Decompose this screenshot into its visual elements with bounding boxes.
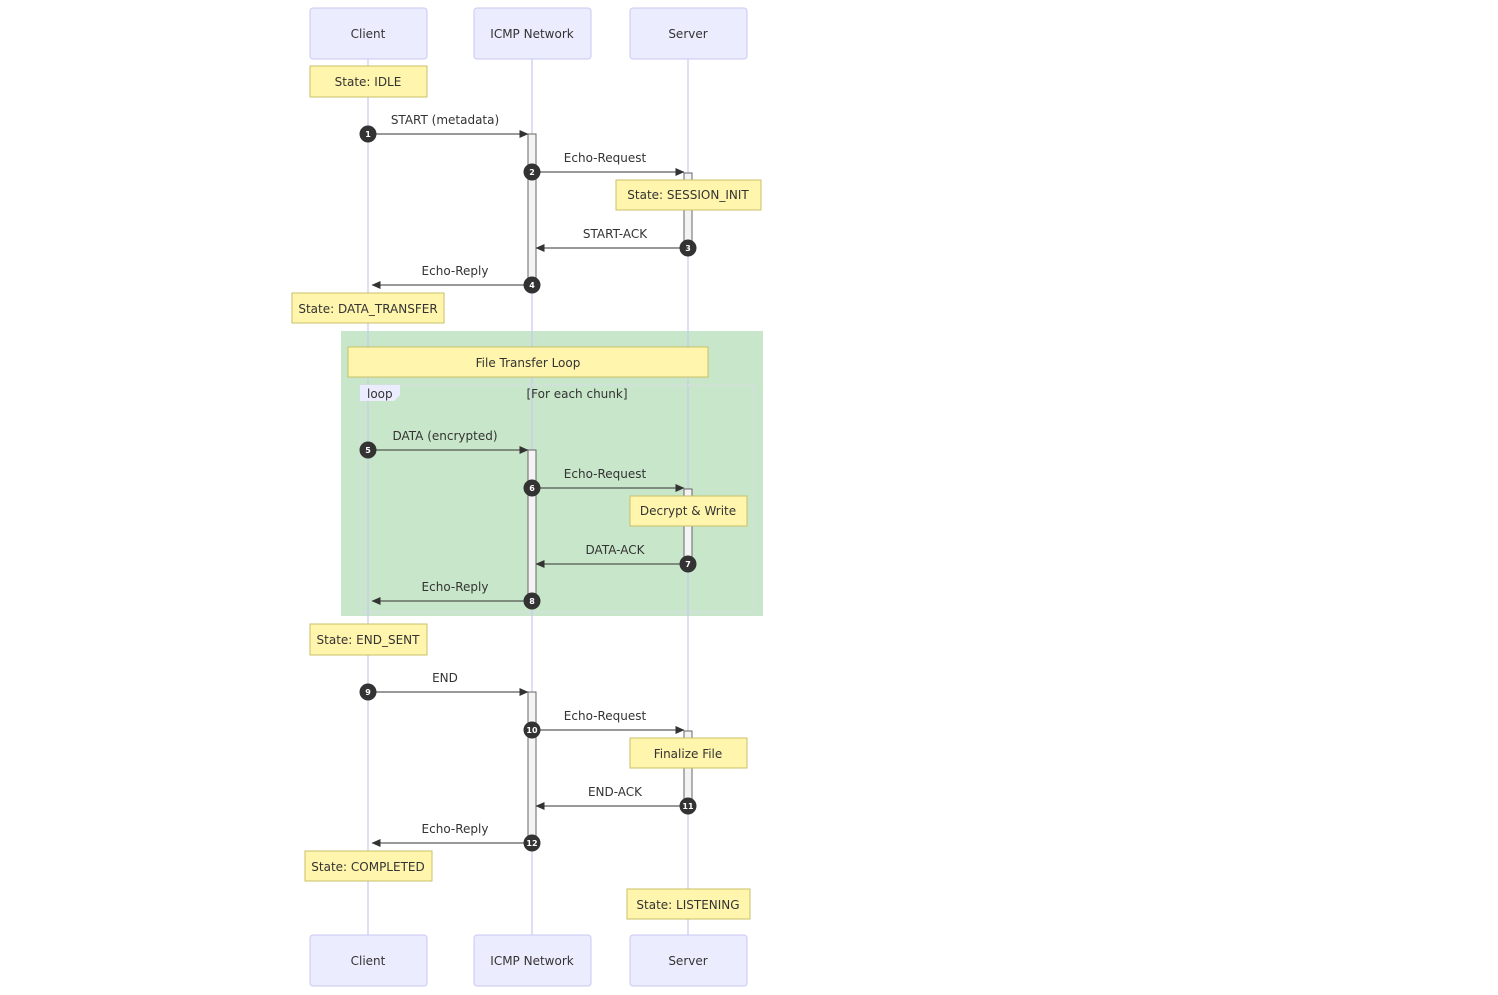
sequence-number-badge	[679, 239, 697, 257]
message-label: Echo-Request	[564, 467, 647, 481]
activation-network-3	[527, 691, 537, 844]
message-1[interactable]: START (metadata) 1	[359, 113, 529, 143]
message-label: END-ACK	[588, 785, 643, 799]
sequence-number-badge	[523, 276, 541, 294]
sequence-number: 4	[529, 281, 535, 290]
actor-network-top[interactable]: ICMP Network	[473, 7, 592, 60]
sequence-number: 1	[365, 130, 371, 139]
message-10[interactable]: Echo-Request 10	[523, 709, 685, 739]
sequence-number-badge	[359, 125, 377, 143]
message-9[interactable]: END 9	[359, 671, 529, 701]
sequence-number: 3	[685, 244, 691, 253]
sequence-number: 8	[529, 597, 535, 606]
svg-text:Decrypt & Write: Decrypt & Write	[640, 504, 736, 518]
actor-label: Client	[351, 27, 386, 41]
sequence-number: 7	[685, 560, 691, 569]
loop-keyword: loop	[367, 387, 393, 401]
loop-tab	[360, 385, 400, 401]
sequence-number: 6	[529, 484, 535, 493]
svg-text:File Transfer Loop: File Transfer Loop	[476, 356, 581, 370]
svg-text:State: LISTENING: State: LISTENING	[636, 898, 739, 912]
message-label: END	[432, 671, 458, 685]
sequence-number-badge	[359, 441, 377, 459]
svg-text:State: COMPLETED: State: COMPLETED	[311, 860, 424, 874]
svg-text:Finalize File: Finalize File	[654, 747, 723, 761]
loop-border	[359, 384, 755, 613]
message-label: Echo-Reply	[422, 822, 489, 836]
activation-network-2	[527, 449, 537, 602]
sequence-number-badge	[359, 683, 377, 701]
message-label: Echo-Request	[564, 709, 647, 723]
actor-network-bottom[interactable]: ICMP Network	[473, 934, 592, 987]
sequence-number-badge	[523, 592, 541, 610]
message-7[interactable]: DATA-ACK 7	[535, 543, 697, 573]
svg-text:State: DATA_TRANSFER: State: DATA_TRANSFER	[298, 302, 437, 316]
sequence-number: 2	[529, 168, 535, 177]
note-data-transfer: State: DATA_TRANSFER	[291, 292, 445, 324]
note-file-transfer-loop: File Transfer Loop	[347, 346, 709, 378]
message-label: DATA-ACK	[586, 543, 646, 557]
actor-client-bottom[interactable]: Client	[309, 934, 428, 987]
note-session-init: State: SESSION_INIT	[615, 179, 762, 211]
sequence-number: 9	[365, 688, 371, 697]
loop-condition: [For each chunk]	[526, 387, 627, 401]
actor-label: ICMP Network	[490, 954, 573, 968]
note-listening: State: LISTENING	[626, 888, 751, 920]
message-8[interactable]: Echo-Reply 8	[371, 580, 541, 610]
note-completed: State: COMPLETED	[304, 850, 433, 882]
message-label: Echo-Reply	[422, 580, 489, 594]
sequence-number-badge	[523, 163, 541, 181]
message-6[interactable]: Echo-Request 6	[523, 467, 685, 497]
loop-frame: loop [For each chunk]	[359, 384, 755, 613]
message-label: DATA (encrypted)	[392, 429, 497, 443]
message-3[interactable]: START-ACK 3	[535, 227, 697, 257]
message-5[interactable]: DATA (encrypted) 5	[359, 429, 529, 459]
message-label: Echo-Reply	[422, 264, 489, 278]
activation-network-1	[527, 133, 537, 287]
message-12[interactable]: Echo-Reply 12	[371, 822, 541, 852]
note-decrypt-write: Decrypt & Write	[629, 495, 748, 527]
sequence-number: 12	[526, 839, 537, 848]
actor-label: Client	[351, 954, 386, 968]
sequence-number-badge	[679, 797, 697, 815]
sequence-number-badge	[679, 555, 697, 573]
actor-label: ICMP Network	[490, 27, 573, 41]
message-11[interactable]: END-ACK 11	[535, 785, 697, 815]
note-end-sent: State: END_SENT	[309, 623, 428, 656]
sequence-number-badge	[523, 479, 541, 497]
actor-label: Server	[668, 954, 707, 968]
svg-text:State: IDLE: State: IDLE	[335, 75, 402, 89]
sequence-number: 5	[365, 446, 371, 455]
note-finalize-file: Finalize File	[629, 737, 748, 769]
message-label: START (metadata)	[391, 113, 499, 127]
message-4[interactable]: Echo-Reply 4	[371, 264, 541, 294]
message-label: START-ACK	[583, 227, 648, 241]
sequence-number-badge	[523, 834, 541, 852]
sequence-number: 11	[682, 802, 694, 811]
sequence-number: 10	[526, 726, 538, 735]
actor-server-top[interactable]: Server	[629, 7, 748, 60]
actor-label: Server	[668, 27, 707, 41]
sequence-number-badge	[523, 721, 541, 739]
message-label: Echo-Request	[564, 151, 647, 165]
message-2[interactable]: Echo-Request 2	[523, 151, 685, 181]
svg-text:State: SESSION_INIT: State: SESSION_INIT	[627, 188, 749, 202]
svg-text:State: END_SENT: State: END_SENT	[317, 633, 421, 647]
note-idle: State: IDLE	[309, 65, 428, 98]
actor-server-bottom[interactable]: Server	[629, 934, 748, 987]
actor-client-top[interactable]: Client	[309, 7, 428, 60]
